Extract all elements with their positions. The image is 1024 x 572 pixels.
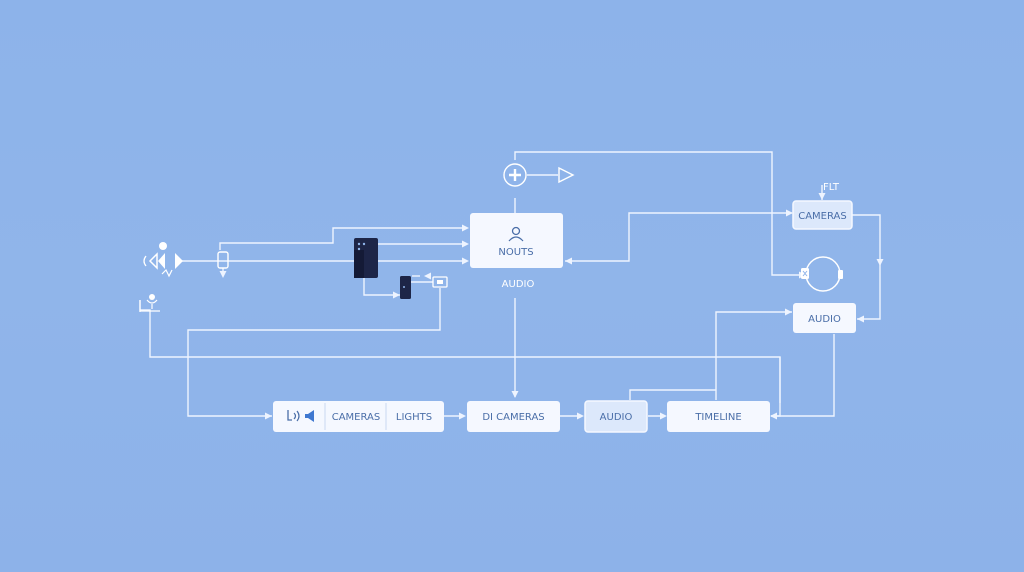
arrow-into-right-audio-left (785, 308, 792, 316)
arrow-return-inputs (565, 257, 572, 265)
arrow-into-inputs-1 (462, 224, 469, 232)
arrow-into-audio-bottom (577, 412, 584, 420)
arrow-source-down (219, 271, 227, 278)
audio-bottom-node[interactable]: AUDIO (584, 400, 648, 433)
arrow-audio-down (511, 391, 519, 398)
wire-audio-up (629, 389, 716, 400)
arrow-into-inputs-2 (462, 240, 469, 248)
flt-label: FLT (823, 182, 840, 193)
di-cameras-label: DI CAMERAS (482, 412, 544, 423)
timeline-node[interactable]: TIMELINE (667, 401, 770, 432)
arrow-timeline-right (770, 412, 777, 420)
wire-box-down (187, 288, 441, 417)
wire-inputs-return (565, 212, 772, 262)
inputs-node[interactable]: NOUTS (470, 213, 563, 268)
wire-source-upper (219, 227, 466, 250)
wire-mic (140, 309, 781, 417)
arrow-into-timeline (660, 412, 667, 420)
audio-bottom-label: AUDIO (600, 412, 633, 423)
user-icon (508, 226, 524, 242)
arrow-small-in (424, 272, 431, 280)
pan-control-icon[interactable] (503, 163, 527, 187)
arrow-into-inputs-3 (462, 257, 469, 265)
audio-right-label: AUDIO (808, 314, 841, 325)
cameras-top-node[interactable]: CAMERAS (792, 200, 853, 230)
bar-lights-label: LIGHTS (396, 412, 432, 423)
arrow-into-right-audio (857, 315, 864, 323)
wire-timeline-up (715, 311, 792, 400)
inputs-label: NOUTS (498, 247, 533, 258)
arrow-small-device (393, 291, 400, 299)
speaker-source-icon (143, 242, 183, 278)
monitor-icon (432, 276, 448, 288)
wire-device-lower (363, 278, 400, 296)
arrowheads (219, 193, 884, 420)
cameras-top-label: CAMERAS (798, 211, 847, 222)
arrow-flt-down (818, 193, 826, 200)
wire-right-audio-down (771, 334, 835, 417)
connection-wires (139, 151, 881, 417)
arrow-into-bar (265, 412, 272, 420)
timeline-label: TIMELINE (694, 412, 741, 423)
arrow-into-di (459, 412, 466, 420)
wireless-icon (287, 410, 300, 422)
play-triangle-icon (558, 166, 575, 184)
wire-cameras-to-audio (852, 214, 881, 320)
camera-device-icon (354, 238, 378, 278)
di-cameras-node[interactable]: DI CAMERAS (467, 401, 560, 432)
control-bar-node[interactable]: CAMERAS LIGHTS (273, 401, 444, 432)
microphone-icon (139, 294, 160, 312)
receiver-device-icon (400, 276, 411, 299)
audio-float-label: AUDIO (502, 279, 535, 290)
knob-icon[interactable] (801, 256, 843, 292)
audio-right-node[interactable]: AUDIO (793, 303, 856, 333)
switch-icon (217, 251, 229, 269)
wire-up-top-bus (514, 151, 806, 276)
arrow-cameras-drop (876, 259, 884, 266)
bar-cameras-label: CAMERAS (332, 412, 381, 423)
speaker-icon (305, 410, 314, 422)
arrow-into-cameras (786, 209, 793, 217)
